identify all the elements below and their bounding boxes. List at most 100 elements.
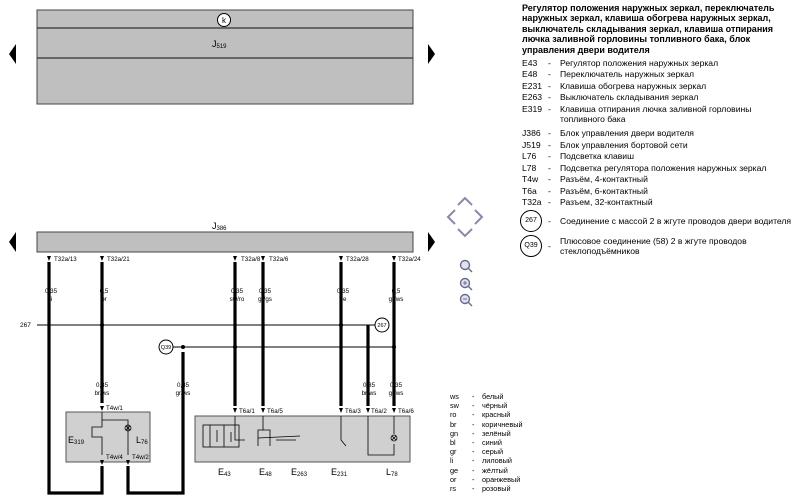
wire-color: gr/ws (176, 390, 191, 397)
node-q39-label: Q39 (161, 345, 171, 351)
component-label-e231: E231 (331, 467, 348, 478)
component-label-l78: L78 (386, 467, 398, 478)
component-label-e43: E43 (218, 467, 231, 478)
legend-item: E43-Регулятор положения наружных зеркал (522, 58, 794, 68)
pan-control[interactable] (446, 196, 484, 238)
wire-color: gr/ws (389, 390, 404, 397)
unit-j519-label: J519 (212, 39, 227, 50)
zoom-out-icon[interactable] (459, 293, 473, 307)
next-page-arrow-icon[interactable] (428, 44, 435, 64)
legend-code: T32a (522, 196, 542, 207)
wire-gauge: 0,35 (177, 382, 190, 389)
wire-gauge: 0,35 (259, 288, 272, 295)
legend-code: E48 (522, 69, 538, 80)
legend-desc: Клавиша отпирания лючка заливной горлови… (560, 103, 752, 125)
color-dash: - (472, 428, 475, 438)
color-key-row: gn-зелёный (450, 429, 523, 438)
pan-right-icon[interactable] (474, 209, 484, 225)
legend-desc: Разъём, 4-контактный (560, 174, 648, 185)
zoom-plus-icon[interactable] (459, 277, 473, 291)
legend-code: E43 (522, 58, 538, 69)
legend-item: E48-Переключатель наружных зеркал (522, 69, 794, 79)
pan-left-icon[interactable] (446, 209, 456, 225)
pan-down-icon[interactable] (457, 228, 473, 238)
color-dash: - (472, 401, 475, 411)
legend-dash: - (548, 241, 551, 252)
node-267-circle (374, 317, 390, 333)
pin-label: T4w/2 (132, 454, 149, 461)
color-code: br (450, 419, 457, 429)
ground-line-label: 267 (20, 322, 31, 329)
color-key-row: rs-розовый (450, 484, 523, 493)
color-name: красный (482, 410, 511, 420)
legend-code: L76 (522, 151, 537, 162)
legend-item: J386-Блок управления двери водителя (522, 128, 794, 138)
legend-circle-item: 267-Соединение с массой 2 в жгуте провод… (520, 210, 794, 233)
legend-item: E263-Выключатель складывания зеркал (522, 92, 794, 102)
legend-desc: Разъем, 32-контактный (560, 196, 653, 207)
node-267-label: 267 (377, 323, 386, 329)
color-code: sw (450, 401, 459, 411)
color-name: коричневый (482, 419, 523, 429)
legend-title: Регулятор положения наружных зеркал, пер… (522, 3, 775, 55)
color-key-row: br-коричневый (450, 420, 523, 429)
color-key-row: gr-серый (450, 447, 523, 456)
pin-label: T6a/6 (398, 408, 414, 415)
prev-page-arrow-icon[interactable] (9, 44, 16, 64)
color-dash: - (472, 456, 475, 466)
legend-circles: 267-Соединение с массой 2 в жгуте провод… (520, 210, 794, 258)
wire-color: ge (340, 296, 347, 303)
pin-label: T6a/2 (371, 408, 387, 415)
legend-desc: Соединение с массой 2 в жгуте проводов д… (560, 216, 792, 227)
legend-dash: - (548, 174, 551, 185)
legend-desc: Выключатель складывания зеркал (560, 92, 699, 103)
pan-up-icon[interactable] (457, 196, 473, 206)
wire-gauge: 0,35 (337, 288, 350, 295)
legend-item: L76-Подсветка клавиш (522, 151, 794, 161)
color-code: bl (450, 438, 456, 448)
legend-item: L78-Подсветка регулятора положения наруж… (522, 163, 794, 173)
legend-dash: - (548, 80, 551, 91)
color-code: ws (450, 392, 459, 401)
wire-gr-ws-left (126, 352, 185, 495)
color-key-row: ws-белый (450, 392, 523, 401)
legend-item: E319-Клавиша отпирания лючка заливной го… (522, 104, 794, 125)
legend-dash: - (548, 58, 551, 69)
component-label-e319: E319 (68, 435, 85, 446)
wire-gauge: 0,5 (392, 288, 401, 295)
color-dash: - (472, 438, 475, 448)
pin-label: T32a/6 (269, 256, 289, 263)
color-code: ro (450, 410, 457, 420)
color-dash: - (472, 484, 475, 494)
prev-page-arrow-lower-icon[interactable] (9, 232, 16, 252)
legend-circle-item: Q39-Плюсовое соединение (58) 2 в жгуте п… (520, 235, 794, 258)
legend-code: T6a (522, 185, 537, 196)
next-page-arrow-lower-icon[interactable] (428, 232, 435, 252)
legend-code: E231 (522, 80, 543, 91)
color-name: оранжевый (482, 474, 521, 484)
color-name: белый (482, 392, 504, 401)
pin-label: T32a/24 (398, 256, 421, 263)
pin-label: T4w/4 (106, 454, 123, 461)
legend-dash: - (548, 139, 551, 150)
zoom-in-icon[interactable] (459, 259, 473, 273)
legend-code: T4w (522, 174, 539, 185)
color-dash: - (472, 447, 475, 457)
legend-dash: - (548, 92, 551, 103)
color-name: синий (482, 438, 502, 448)
component-label-l76: L76 (136, 435, 148, 446)
wire-color: br/ws (362, 390, 377, 397)
wire-li (47, 262, 104, 495)
legend-panel: Регулятор положения наружных зеркал, пер… (520, 3, 794, 258)
legend-dash: - (548, 196, 551, 207)
color-code: gn (450, 428, 459, 438)
color-name: чёрный (482, 401, 508, 411)
color-name: лиловый (482, 456, 512, 466)
legend-item: E231-Клавиша обогрева наружных зеркал (522, 81, 794, 91)
pin-label: T6a/1 (239, 408, 255, 415)
color-code: gr (450, 447, 457, 457)
color-key-row: sw -чёрный (450, 401, 523, 410)
legend-desc: Регулятор положения наружных зеркал (560, 58, 719, 69)
